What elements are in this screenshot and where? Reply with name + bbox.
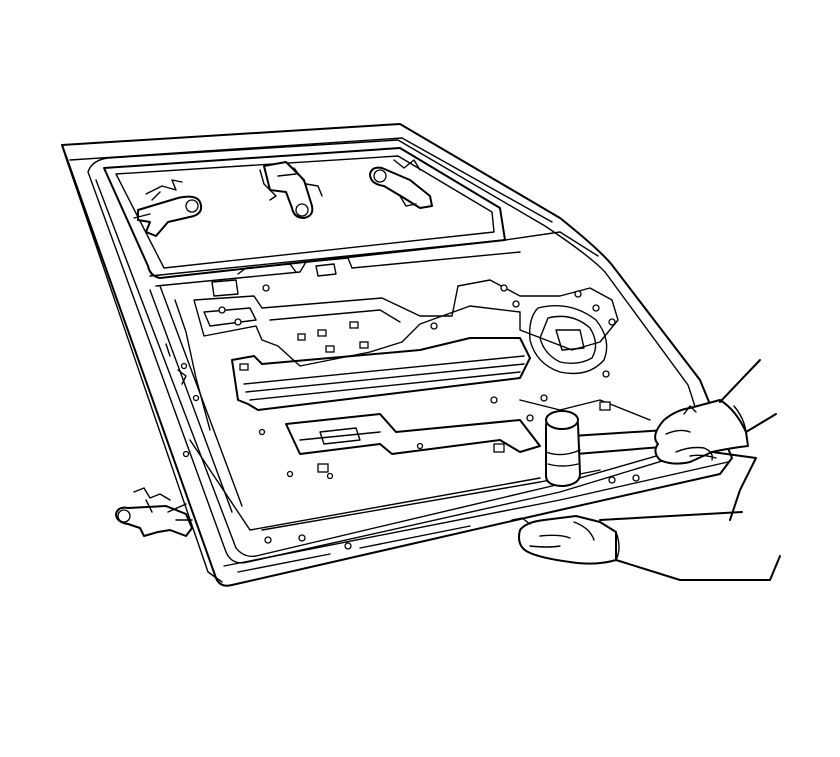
- upper-clamp-right: [369, 159, 433, 209]
- hammer: [545, 410, 675, 487]
- window-opening: [103, 147, 599, 287]
- right-hand: [654, 359, 777, 521]
- upper-clamp-left: [133, 179, 203, 237]
- door-inner-panel: [61, 123, 733, 587]
- loose-clamp: [115, 487, 193, 537]
- inner-stampings: [165, 279, 651, 550]
- upper-clamp-center: [259, 161, 323, 219]
- left-hand: [511, 511, 781, 581]
